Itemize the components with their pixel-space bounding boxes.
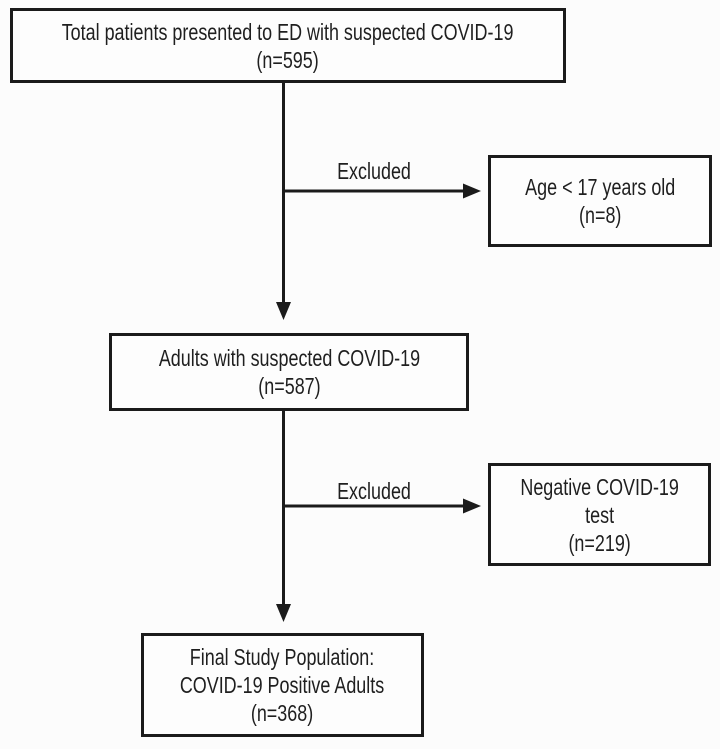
node-excluded-age-text: Age < 17 years old (n=8) xyxy=(525,173,675,229)
node-label: test xyxy=(585,501,614,528)
node-adults-suspected: Adults with suspected COVID-19 (n=587) xyxy=(109,333,469,411)
excluded-label-2: Excluded xyxy=(337,478,411,504)
node-label: Age < 17 years old xyxy=(524,174,676,200)
node-count: (n=8) xyxy=(578,202,622,228)
node-excluded-age: Age < 17 years old (n=8) xyxy=(488,155,712,247)
arrow-excluded-age xyxy=(283,183,481,199)
node-label: Total patients presented to ED with susp… xyxy=(62,18,514,45)
excluded-label-1: Excluded xyxy=(337,158,411,184)
node-label: COVID-19 Positive Adults xyxy=(180,672,385,698)
node-excluded-negative-test-text: Negative COVID-19 test (n=219) xyxy=(520,473,679,557)
node-count: (n=368) xyxy=(251,700,314,726)
node-total-patients-text: Total patients presented to ED with susp… xyxy=(62,18,514,74)
node-adults-suspected-text: Adults with suspected COVID-19 (n=587) xyxy=(158,344,419,400)
node-total-patients: Total patients presented to ED with susp… xyxy=(10,8,566,83)
arrow-adults-to-final xyxy=(276,410,291,622)
node-final-population-text: Final Study Population: COVID-19 Positiv… xyxy=(180,643,384,727)
node-label: Adults with suspected COVID-19 xyxy=(158,345,420,371)
node-final-population: Final Study Population: COVID-19 Positiv… xyxy=(141,633,424,737)
node-count: (n=587) xyxy=(257,373,321,399)
node-excluded-negative-test: Negative COVID-19 test (n=219) xyxy=(488,463,711,566)
arrow-excluded-negative xyxy=(283,498,481,514)
node-count: (n=595) xyxy=(256,46,320,73)
node-label: Final Study Population: xyxy=(190,644,375,670)
node-count: (n=219) xyxy=(568,529,631,556)
node-label: Negative COVID-19 xyxy=(520,473,679,500)
arrow-total-to-adults xyxy=(276,81,291,320)
